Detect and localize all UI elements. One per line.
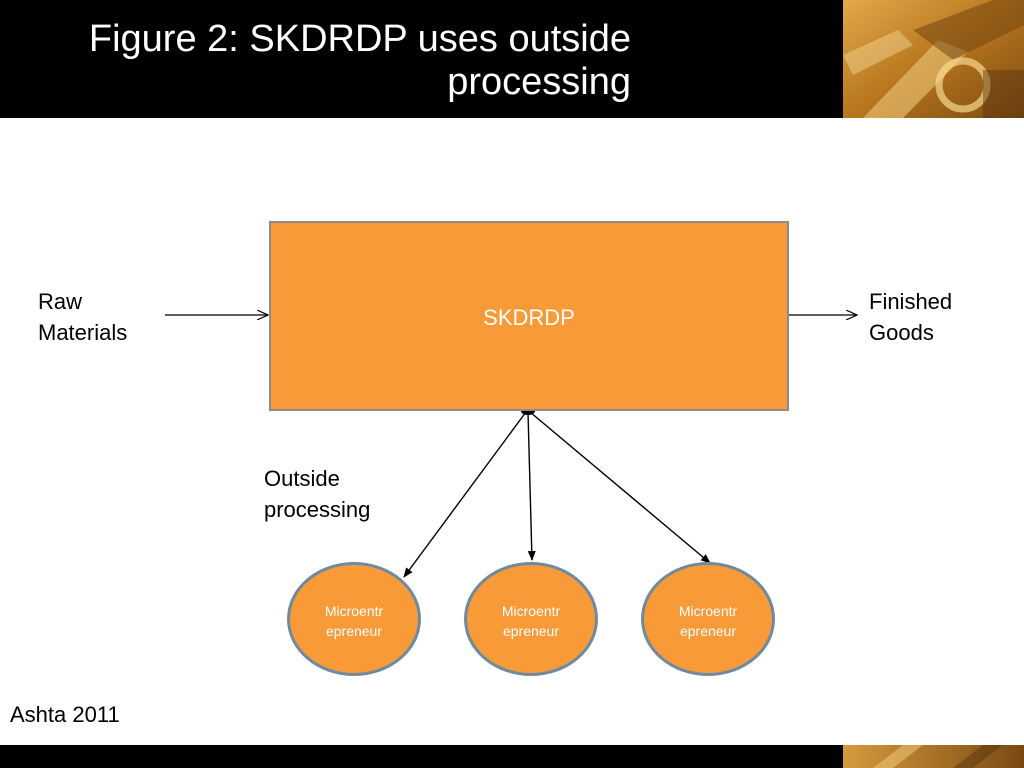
microentrepreneur-node-1: Microentr epreneur [287, 562, 421, 676]
connector-node-1 [403, 411, 527, 578]
node-1-line-2: epreneur [325, 623, 383, 639]
finished-goods-line-1: Finished [869, 289, 953, 314]
microentrepreneur-node-2-label: Microentr epreneur [467, 601, 595, 641]
connector-node-2 [527, 411, 536, 561]
node-2-line-2: epreneur [502, 623, 560, 639]
connector-node-3 [529, 411, 711, 564]
microentrepreneur-node-1-label: Microentr epreneur [290, 601, 418, 641]
microentrepreneur-node-3-label: Microentr epreneur [644, 601, 772, 641]
slide-title: Figure 2: SKDRDP uses outside processing [89, 18, 631, 104]
finished-goods-line-2: Goods [869, 320, 934, 345]
raw-materials-label: Raw Materials [38, 286, 127, 348]
skdrdp-box: SKDRDP [269, 221, 789, 411]
node-3-line-1: Microentr [678, 603, 738, 619]
raw-materials-line-2: Materials [38, 320, 128, 345]
raw-materials-line-1: Raw [38, 289, 83, 314]
microentrepreneur-node-3: Microentr epreneur [641, 562, 775, 676]
slide-title-line-2: processing [447, 61, 631, 103]
outside-processing-line-1: Outside [264, 466, 340, 491]
title-bar: Figure 2: SKDRDP uses outside processing [0, 0, 843, 118]
node-3-line-2: epreneur [679, 623, 737, 639]
citation: Ashta 2011 [10, 702, 120, 727]
skdrdp-label: SKDRDP [483, 305, 575, 330]
node-1-line-1: Microentr [324, 603, 384, 619]
microentrepreneur-node-2: Microentr epreneur [464, 562, 598, 676]
outside-processing-line-2: processing [264, 497, 371, 522]
decorative-keys-image [843, 0, 1024, 118]
finished-goods-label: Finished Goods [869, 286, 952, 348]
slide-title-line-1: Figure 2: SKDRDP uses outside [88, 18, 631, 60]
decorative-keys-image-bottom [843, 745, 1024, 768]
footer-bar [0, 745, 843, 768]
node-2-line-1: Microentr [501, 603, 561, 619]
outside-processing-label: Outside processing [264, 463, 370, 525]
